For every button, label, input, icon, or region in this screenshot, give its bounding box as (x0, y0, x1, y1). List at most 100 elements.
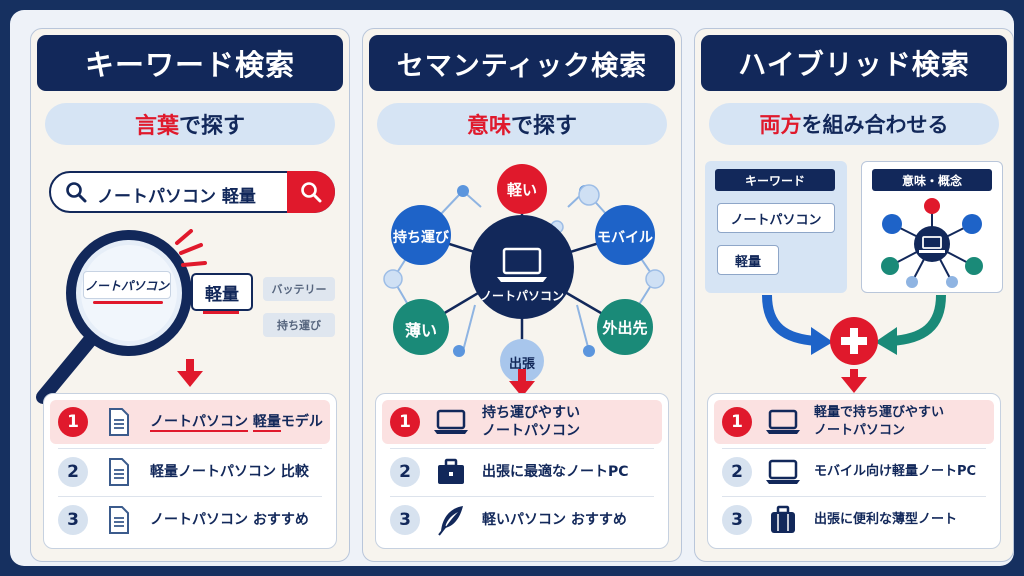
keyword-main-label: 軽量 (205, 284, 239, 305)
result-row[interactable]: 3 軽いパソコン おすすめ (382, 498, 662, 542)
panel-subtitle: 両方を組み合わせる (709, 103, 999, 145)
result-row[interactable]: 2 モバイル向け軽量ノートPC (714, 450, 994, 494)
result-text: モバイル向け軽量ノートPC (814, 464, 977, 479)
keyword-item: 軽量 (717, 245, 779, 275)
lens-underline (93, 301, 163, 304)
plus-icon (830, 317, 878, 365)
center-node-label: ノートパソコン (479, 289, 564, 303)
result-row[interactable]: 2 出張に最適なノートPC (382, 450, 662, 494)
results-list: 1 持ち運びやすいノートパソコン 2 出張に最適なノートPC 3 (375, 393, 669, 549)
result-row[interactable]: 3 出張に便利な薄型ノート (714, 498, 994, 542)
result-text: ノートパソコン おすすめ (150, 512, 309, 528)
subtitle-highlight: 意味 (466, 114, 511, 139)
search-query: ノートパソコン 軽量 (97, 187, 256, 207)
suitcase-icon (762, 504, 804, 536)
document-icon (98, 406, 140, 438)
result-text: 軽いパソコン おすすめ (482, 512, 627, 528)
subtitle-highlight: 両方 (759, 113, 802, 137)
rank-badge: 1 (390, 407, 420, 437)
divider (722, 496, 986, 497)
briefcase-icon (430, 456, 472, 488)
document-icon (98, 504, 140, 536)
search-button[interactable] (287, 171, 335, 213)
result-line: ノートパソコン (814, 423, 906, 438)
result-text: 出張に便利な薄型ノート (814, 512, 958, 527)
node-label: 薄い (404, 321, 437, 340)
keyword-main-underline (203, 311, 239, 314)
node-label: 外出先 (602, 319, 648, 337)
semantic-box: 意味・概念 (861, 161, 1003, 293)
semantic-box-header: 意味・概念 (872, 169, 992, 191)
document-icon (98, 456, 140, 488)
divider (58, 448, 322, 449)
down-arrow-icon (509, 369, 535, 397)
rank-badge: 3 (722, 505, 752, 535)
node-label: モバイル (597, 230, 653, 246)
feather-icon (430, 504, 472, 536)
rank-badge: 1 (722, 407, 752, 437)
result-row[interactable]: 1 持ち運びやすいノートパソコン (382, 400, 662, 444)
result-row[interactable]: 3 ノートパソコン おすすめ (50, 498, 330, 542)
search-bar[interactable]: ノートパソコン 軽量 (49, 171, 335, 213)
rank-badge: 2 (390, 457, 420, 487)
result-text-suffix: モデル (280, 414, 323, 430)
subtitle-rest: で探す (179, 114, 246, 139)
lens-word: ノートパソコン (84, 278, 169, 293)
rank-badge: 3 (58, 505, 88, 535)
divider (390, 448, 654, 449)
node-label: 持ち運び (393, 230, 449, 246)
matched-term: 軽量 (252, 414, 281, 432)
down-arrow-icon (177, 359, 203, 387)
infographic-board: キーワード検索 言葉で探す ノートパソコン 軽量 ノートパソコン 軽量 (10, 10, 1014, 566)
laptop-icon (430, 406, 472, 438)
result-text: 軽量ノートパソコン 比較 (150, 464, 309, 480)
result-text: 軽量で持ち運びやすいノートパソコン (814, 404, 944, 440)
magnifier-illustration (36, 229, 207, 404)
result-text: 出張に最適なノートPC (482, 464, 629, 480)
semantic-network (383, 164, 665, 383)
panel-subtitle: 意味で探す (377, 103, 667, 145)
semantic-search-panel: セマンティック検索 意味で探す (362, 28, 682, 562)
results-list: 1 軽量で持ち運びやすいノートパソコン 2 モバイル向け軽量ノートPC 3 (707, 393, 1001, 549)
matched-term: ノートパソコン (150, 414, 248, 432)
result-line: 持ち運びやすい (482, 405, 580, 421)
mini-network (881, 198, 983, 288)
rank-badge: 1 (58, 407, 88, 437)
subtitle-highlight: 言葉 (134, 114, 179, 139)
rank-badge: 2 (722, 457, 752, 487)
node-label: 出張 (508, 357, 535, 372)
keyword-chip-label: 持ち運び (277, 319, 321, 332)
keyword-item: ノートパソコン (717, 203, 835, 233)
subtitle-rest: で探す (511, 114, 578, 139)
laptop-icon (762, 456, 804, 488)
keyword-chip: 持ち運び (263, 313, 335, 337)
result-text: ノートパソコン 軽量モデル (150, 413, 323, 432)
node-label: 軽い (506, 181, 537, 199)
keyword-search-panel: キーワード検索 言葉で探す ノートパソコン 軽量 ノートパソコン 軽量 (30, 28, 350, 562)
keyword-box: キーワード ノートパソコン 軽量 (705, 161, 847, 293)
divider (58, 496, 322, 497)
keyword-box-header: キーワード (715, 169, 835, 191)
merge-arrows (762, 294, 946, 393)
search-icon (65, 181, 87, 207)
hybrid-search-panel: ハイブリッド検索 両方を組み合わせる キーワード ノートパソコン 軽量 意味・概… (694, 28, 1014, 562)
rank-badge: 2 (58, 457, 88, 487)
keyword-chip-label: バッテリー (271, 283, 327, 296)
keyword-chip: バッテリー (263, 277, 335, 301)
laptop-icon (762, 406, 804, 438)
result-row[interactable]: 1 軽量で持ち運びやすいノートパソコン (714, 400, 994, 444)
result-line: 軽量で持ち運びやすい (814, 405, 945, 420)
panel-subtitle: 言葉で探す (45, 103, 335, 145)
result-row[interactable]: 2 軽量ノートパソコン 比較 (50, 450, 330, 494)
search-icon (301, 182, 322, 203)
subtitle-rest: を組み合わせる (801, 113, 949, 137)
lens-word-card: ノートパソコン (83, 271, 171, 299)
divider (722, 448, 986, 449)
rank-badge: 3 (390, 505, 420, 535)
result-text: 持ち運びやすいノートパソコン (482, 404, 580, 440)
keyword-chip-main: 軽量 (191, 273, 253, 311)
result-row[interactable]: 1 ノートパソコン 軽量モデル (50, 400, 330, 444)
result-line: ノートパソコン (482, 423, 580, 439)
results-list: 1 ノートパソコン 軽量モデル 2 軽量ノートパソコン 比較 3 (43, 393, 337, 549)
laptop-icon (497, 247, 547, 282)
